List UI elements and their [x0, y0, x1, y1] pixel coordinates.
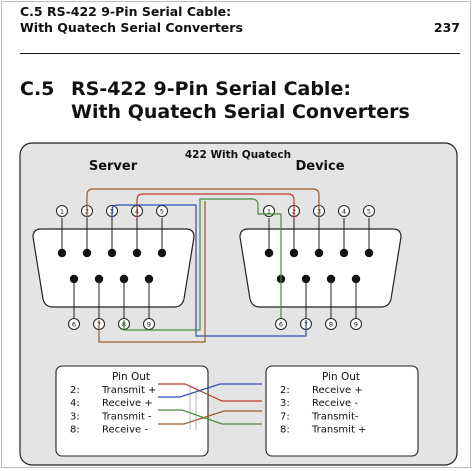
- pinout-left-pin: 8:: [70, 425, 80, 436]
- device-pin-label-6: 6: [279, 321, 283, 329]
- pinout-right-pin: 7:: [280, 411, 290, 422]
- wire-server3-device8: [111, 204, 307, 337]
- server-pin-dot-3: [107, 248, 117, 258]
- server-pin-label-1: 1: [60, 208, 64, 216]
- pinout-left-signal: Transmit +: [101, 385, 156, 396]
- pinout-left-signal: Receive +: [102, 398, 153, 409]
- panel-title: 422 With Quatech: [185, 149, 291, 161]
- server-pin-label-6: 6: [72, 321, 76, 329]
- server-label: Server: [89, 159, 138, 174]
- wire-group: [86, 188, 320, 343]
- device-pin-label-circle-6: [275, 318, 287, 330]
- xwire-tx-plus: [158, 383, 262, 402]
- server-pin-label-circle-6: [68, 318, 80, 330]
- header-line-1: C.5 RS-422 9-Pin Serial Cable:: [20, 4, 232, 19]
- device-pin-label-circle-4: [338, 205, 350, 217]
- pinout-right-signal: Receive -: [312, 398, 358, 409]
- running-header: C.5 RS-422 9-Pin Serial Cable: With Quat…: [20, 4, 460, 36]
- pinout-right-box: [265, 365, 419, 457]
- section-title-line-2: With Quatech Serial Converters: [71, 101, 410, 123]
- page-number: 237: [433, 20, 460, 35]
- device-pin-label-5: 5: [367, 208, 371, 216]
- wire-server2-device3: [86, 188, 320, 218]
- pinout-left-pin: 2:: [70, 385, 80, 396]
- xwire-ties: [189, 386, 197, 430]
- pinout-left-pin: 3:: [70, 411, 80, 422]
- pinout-left-signal: Transmit -: [101, 411, 152, 422]
- device-pin-dot-2: [289, 248, 299, 258]
- pinout-right-title: Pin Out: [322, 371, 360, 383]
- pinout-right-signal: Receive +: [312, 385, 363, 396]
- server-pin-label-9: 9: [147, 321, 151, 329]
- pinout-right-pin: 8:: [280, 425, 290, 436]
- server-pin-dot-4: [132, 248, 142, 258]
- section-number: C.5: [20, 78, 55, 100]
- device-pin-label-9: 9: [354, 321, 358, 329]
- xwire-rx-plus: [158, 383, 262, 398]
- pinout-right-pin: 2:: [280, 385, 290, 396]
- section-title-line-1: RS-422 9-Pin Serial Cable:: [71, 78, 351, 100]
- device-pin-dot-3: [314, 248, 324, 258]
- header-rule: [20, 53, 460, 54]
- device-pin-label-4: 4: [342, 208, 346, 216]
- device-pin-label-circle-5: [363, 205, 375, 217]
- pinout-left-signal: Receive -: [102, 425, 148, 436]
- server-pin-label-circle-1: [56, 205, 68, 217]
- pinout-left-pin: 4:: [70, 398, 80, 409]
- xwire-tx-minus: [158, 409, 262, 425]
- server-pin-label-5: 5: [160, 208, 164, 216]
- pinout-right-pin: 3:: [280, 398, 290, 409]
- xwire-rx-minus: [158, 410, 262, 425]
- header-line-2: With Quatech Serial Converters: [20, 20, 243, 35]
- server-pin-dot-5: [157, 248, 167, 258]
- device-pin-dot-4: [339, 248, 349, 258]
- device-pin-label-circle-9: [350, 318, 362, 330]
- pinout-right-signal: Transmit +: [311, 425, 366, 436]
- device-label: Device: [295, 159, 344, 174]
- pinout-right-signal: Transmit-: [311, 411, 359, 422]
- server-db9-connector: [32, 228, 195, 308]
- device-pin-label-1: 1: [267, 208, 271, 216]
- wire-server8-device7: [123, 198, 282, 331]
- device-pin-label-circle-8: [325, 318, 337, 330]
- pinout-left-box: [55, 365, 209, 457]
- server-pin-dot-1: [57, 248, 67, 258]
- pinout-text: Pin Out 2: Transmit + 4: Receive + 3: Transmit…: [70, 371, 366, 436]
- server-pin-dot-2: [82, 248, 92, 258]
- device-pin-label-8: 8: [329, 321, 333, 329]
- section-title-text: RS-422 9-Pin Serial Cable: With Quatech …: [71, 78, 410, 124]
- device-db9-connector: [239, 228, 402, 308]
- wire-server4-device2: [136, 193, 295, 218]
- device-pin-dot-5: [364, 248, 374, 258]
- pinout-crossover-wires: [158, 383, 262, 430]
- pinout-left-title: Pin Out: [112, 371, 150, 383]
- wire-server7-return: [98, 201, 206, 343]
- device-pin-dot-1: [264, 248, 274, 258]
